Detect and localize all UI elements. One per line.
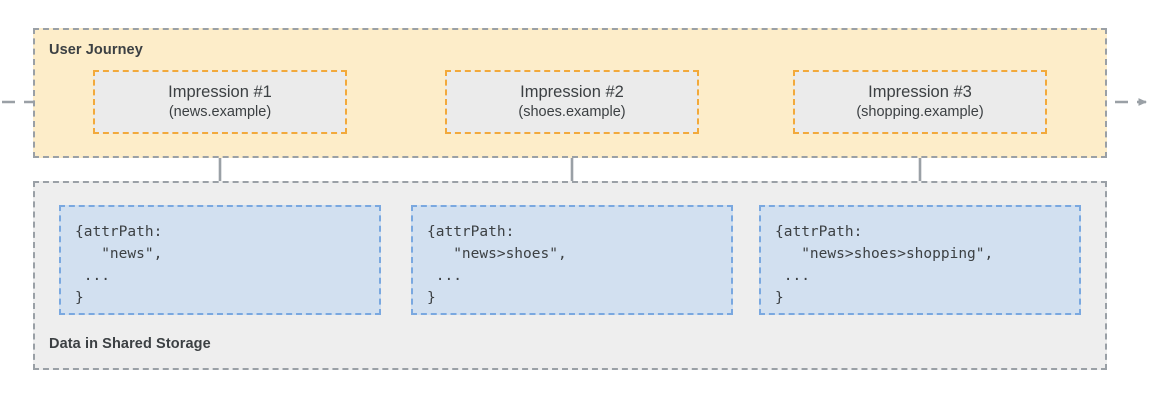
impression-box-3[interactable]: Impression #3 (shopping.example) bbox=[793, 70, 1047, 134]
impression-title: Impression #2 bbox=[520, 82, 624, 101]
impression-title: Impression #1 bbox=[168, 82, 272, 101]
impression-title: Impression #3 bbox=[868, 82, 972, 101]
impression-site: (shoes.example) bbox=[518, 104, 626, 121]
impression-site: (shopping.example) bbox=[856, 104, 984, 121]
storage-data-box-3[interactable]: {attrPath: "news>shoes>shopping", ... } bbox=[759, 205, 1081, 315]
shared-storage-label: Data in Shared Storage bbox=[49, 336, 211, 352]
storage-data-box-2[interactable]: {attrPath: "news>shoes", ... } bbox=[411, 205, 733, 315]
impression-box-1[interactable]: Impression #1 (news.example) bbox=[93, 70, 347, 134]
storage-data-code: {attrPath: "news", ... } bbox=[75, 224, 163, 307]
impression-site: (news.example) bbox=[168, 104, 272, 121]
storage-data-code: {attrPath: "news>shoes>shopping", ... } bbox=[775, 224, 994, 307]
storage-data-code: {attrPath: "news>shoes", ... } bbox=[427, 224, 567, 307]
storage-data-box-1[interactable]: {attrPath: "news", ... } bbox=[59, 205, 381, 315]
user-journey-label: User Journey bbox=[49, 42, 143, 58]
impression-box-2[interactable]: Impression #2 (shoes.example) bbox=[445, 70, 699, 134]
